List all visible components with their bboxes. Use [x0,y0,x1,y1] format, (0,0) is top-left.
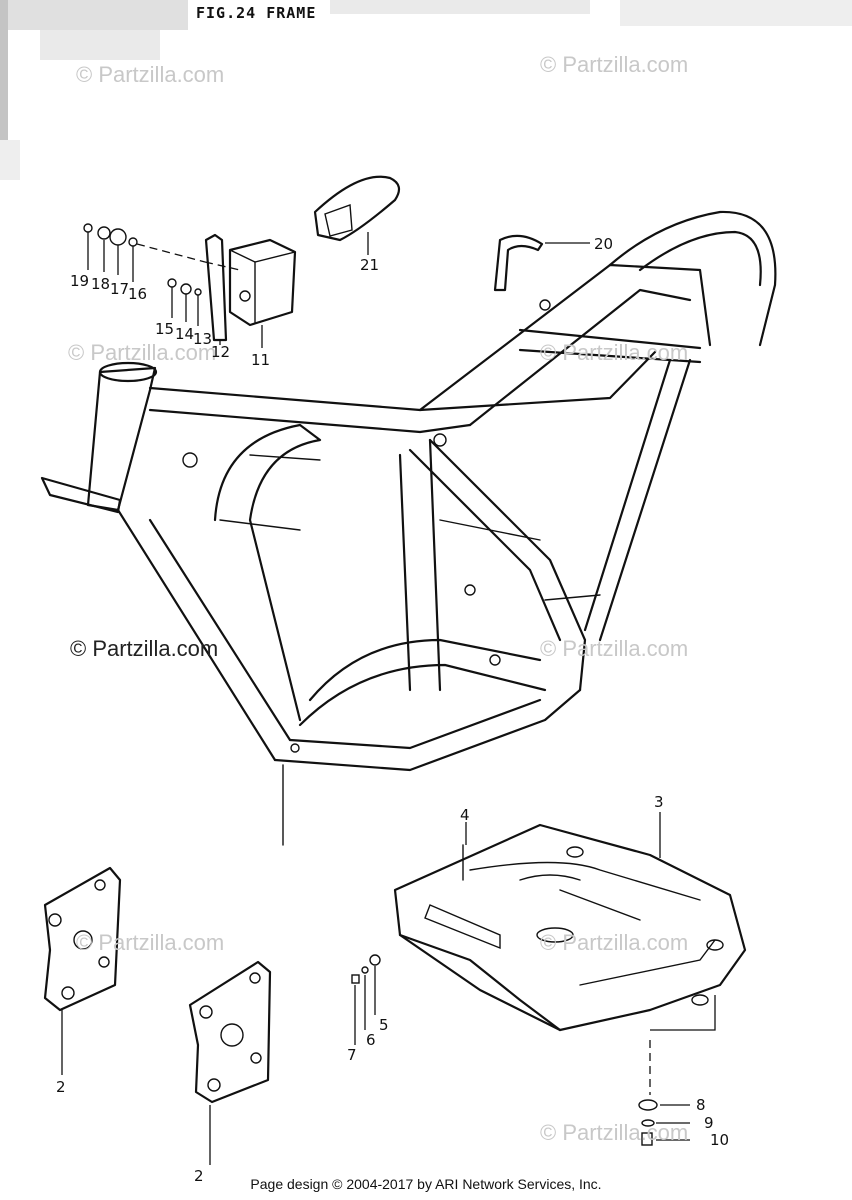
hardware-8-10-drawing [638,1099,690,1146]
callout-11[interactable]: 11 [251,351,271,369]
callout-19[interactable]: 19 [70,272,90,290]
callout-12[interactable]: 12 [211,343,231,361]
callout-7[interactable]: 7 [347,1046,357,1064]
callout-15[interactable]: 15 [155,320,175,338]
hardware-16-19-drawing [83,223,206,282]
callout-2-lower[interactable]: 2 [194,1167,204,1185]
part-11-12-drawing [204,233,297,348]
figure-title: FIG.24 FRAME [196,4,317,22]
callout-20[interactable]: 20 [594,235,614,253]
callout-6[interactable]: 6 [366,1031,376,1049]
callout-18[interactable]: 18 [91,275,111,293]
scan-noise [0,0,852,180]
watermark: © Partzilla.com [540,930,689,955]
callout-8[interactable]: 8 [696,1096,706,1114]
part-4-drawing [462,822,467,881]
watermark: © Partzilla.com [70,636,219,661]
hardware-5-7-drawing [351,954,381,1045]
part-3-skid-plate-drawing [393,812,747,1095]
callout-17[interactable]: 17 [110,280,130,298]
watermark: © Partzilla.com [540,340,689,365]
frame-drawing [40,210,777,846]
callout-10[interactable]: 10 [710,1131,730,1149]
part-2-bracket-lower-drawing [188,960,272,1165]
callout-16[interactable]: 16 [128,285,148,303]
watermark: © Partzilla.com [68,340,217,365]
callout-4[interactable]: 4 [460,806,470,824]
hardware-13-15-drawing [167,278,202,326]
callout-9[interactable]: 9 [704,1114,714,1132]
watermark: © Partzilla.com [76,930,225,955]
watermark: © Partzilla.com [540,52,689,77]
watermark: © Partzilla.com [540,636,689,661]
callout-2-upper[interactable]: 2 [56,1078,66,1096]
watermark: © Partzilla.com [540,1120,689,1145]
part-21-drawing [313,175,401,255]
callout-5[interactable]: 5 [379,1016,389,1034]
part-20-drawing [493,234,590,292]
callout-3[interactable]: 3 [654,793,664,811]
watermark: © Partzilla.com [76,62,225,87]
part-2-bracket-upper-drawing [43,866,122,1075]
callout-14[interactable]: 14 [175,325,195,343]
callout-13[interactable]: 13 [193,330,213,348]
page-footer: Page design © 2004-2017 by ARI Network S… [250,1176,602,1192]
callout-21[interactable]: 21 [360,256,380,274]
